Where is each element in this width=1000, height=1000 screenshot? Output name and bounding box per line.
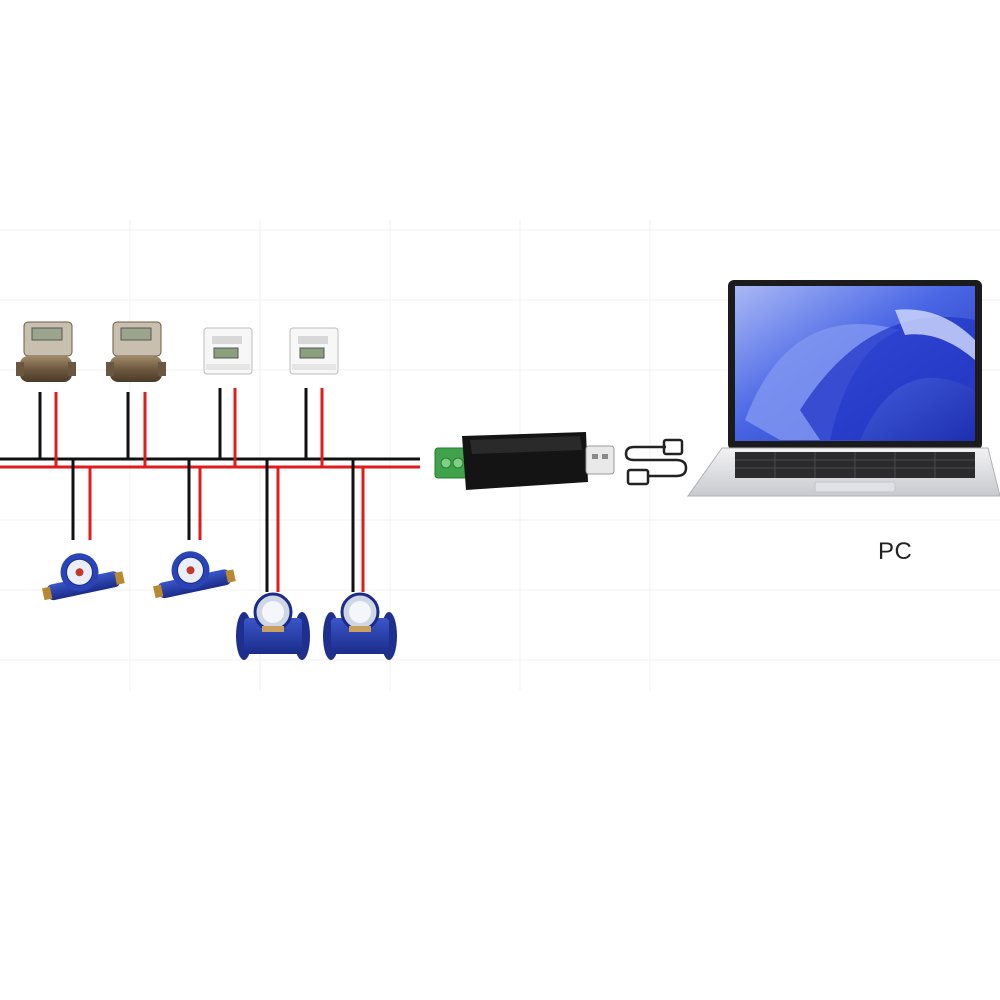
- laptop: [687, 280, 1000, 497]
- heat-meter-2: [106, 321, 166, 382]
- top-device-wires: [38, 388, 324, 467]
- water-meter-2: [153, 551, 236, 599]
- energy-meter-2: [289, 327, 339, 375]
- water-meter-1: [42, 553, 125, 601]
- rs485-bus: [0, 457, 420, 469]
- heat-meter-1: [16, 321, 76, 382]
- pc-label: PC: [878, 538, 913, 565]
- flanged-water-meter-1: [236, 592, 310, 660]
- energy-meter-1: [203, 327, 253, 375]
- bottom-device-wires: [71, 459, 365, 592]
- usb-cable-icon: [624, 438, 688, 486]
- usb-rs485-converter: [434, 432, 615, 490]
- flanged-water-meter-2: [323, 592, 397, 660]
